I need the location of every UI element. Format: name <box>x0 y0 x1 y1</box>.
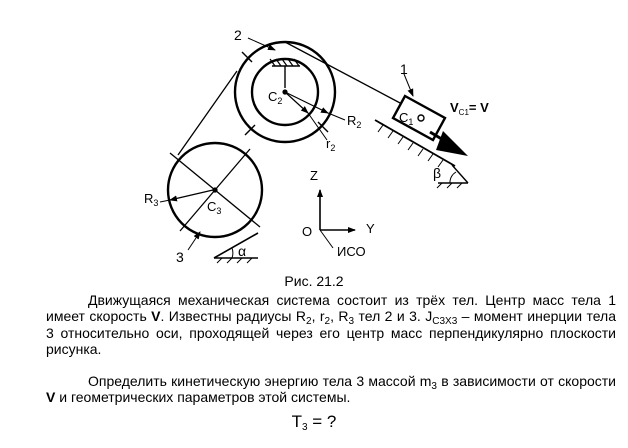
c1-center-point <box>417 114 425 122</box>
label-R3: R3 <box>144 191 158 208</box>
problem-paragraph-2: Определить кинетическую энергию тела 3 м… <box>46 373 616 406</box>
problem-paragraph-1: Движущаяся механическая система состоит … <box>46 292 617 358</box>
label-c3: C3 <box>207 199 221 216</box>
label-body-2: 2 <box>234 27 242 43</box>
c3-center-point <box>212 187 218 193</box>
body-1-block <box>374 73 469 189</box>
mechanical-system-figure: 2 1 3 C2 C1 C3 R2 r2 R3 VC1= V α β Z Y O… <box>144 27 489 265</box>
body-3-disk <box>159 141 264 264</box>
label-alpha: α <box>238 243 246 259</box>
disk-circle <box>166 141 264 239</box>
body-2-pulley <box>233 37 346 144</box>
label-R2: R2 <box>347 113 361 130</box>
label-c2: C2 <box>268 89 282 106</box>
label-z: Z <box>310 168 318 183</box>
label-c1: C1 <box>399 110 413 127</box>
label-beta: β <box>433 165 441 181</box>
r3-radius-arrow <box>169 189 214 202</box>
question-formula: T3 = ? <box>291 412 337 433</box>
label-body-1: 1 <box>400 61 408 77</box>
r2-inner-radius-arrow <box>284 91 309 114</box>
label-y: Y <box>366 221 375 236</box>
label-r2: r2 <box>326 136 335 153</box>
rope-top <box>284 41 403 105</box>
label-o: O <box>302 224 312 239</box>
label-body-3: 3 <box>176 249 184 265</box>
label-frame: ИСО <box>337 244 366 259</box>
rope-left <box>177 70 238 156</box>
velocity-arrowhead <box>436 131 468 156</box>
label-velocity: VC1= V <box>450 100 489 117</box>
incline-alpha <box>213 232 259 259</box>
coordinate-frame <box>317 189 356 249</box>
r2-outer-radius-arrow <box>284 91 329 114</box>
figure-caption: Рис. 21.2 <box>284 273 344 289</box>
pulley-inner-circle <box>250 57 320 127</box>
incline-beta <box>374 119 456 167</box>
